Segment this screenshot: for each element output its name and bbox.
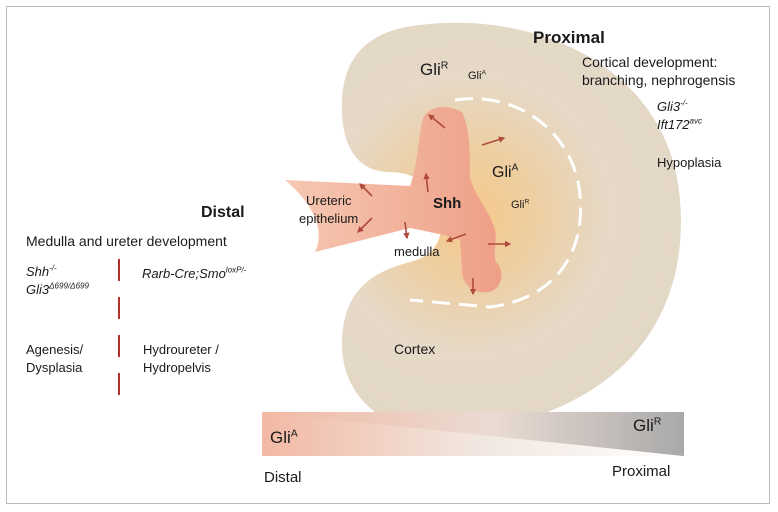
cortex-gli-activator-label: GliA (468, 69, 486, 82)
figure-frame (6, 6, 770, 504)
distal-phenotype-a-line2: Dysplasia (26, 360, 83, 375)
distal-phenotype-b-line2: Hydropelvis (143, 360, 211, 375)
distal-phenotype-b-line1: Hydroureter / (143, 342, 219, 357)
medulla-label: medulla (394, 244, 440, 259)
medulla-boundary-dashed (409, 97, 583, 309)
ureteric-epithelium-shape (285, 106, 502, 293)
cortex-label: Cortex (394, 341, 436, 357)
distal-heading: Distal (201, 204, 245, 221)
ureteric-label-line1: Ureteric (306, 193, 352, 208)
cortex-gli-repressor-label: GliR (420, 59, 449, 79)
shh-signal-arrows (357, 114, 512, 296)
gradient-wedge-repressor (262, 412, 684, 456)
proximal-genotype-gli3: Gli3-/- (657, 98, 688, 114)
proximal-process-line2: branching, nephrogensis (582, 72, 736, 88)
ureteric-label-line2: epithelium (299, 211, 359, 226)
distal-genotype-gli3: Gli3Δ699/Δ699 (26, 281, 90, 297)
distal-process: Medulla and ureter development (26, 233, 227, 249)
gradient-gli-repressor-label: GliR (633, 415, 662, 435)
gradient-gli-activator-label: GliA (270, 427, 298, 447)
distal-genotype-shh: Shh-/- (26, 263, 57, 279)
proximal-genotype-ift172: Ift172avc (657, 116, 703, 132)
distal-phenotype-a-line1: Agenesis/ (26, 342, 84, 357)
inner-gli-activator-label: GliA (492, 162, 519, 181)
gradient-axis-proximal: Proximal (612, 463, 671, 480)
distal-genotype-rarb: Rarb-Cre;SmoloxP/- (142, 265, 247, 281)
shh-ligand-label: Shh (433, 195, 462, 212)
proximal-phenotype: Hypoplasia (657, 155, 722, 170)
gradient-axis-distal: Distal (264, 469, 302, 486)
inner-gli-repressor-label: GliR (511, 198, 530, 211)
proximal-process-line1: Cortical development: (582, 54, 718, 70)
proximal-heading: Proximal (533, 28, 605, 47)
